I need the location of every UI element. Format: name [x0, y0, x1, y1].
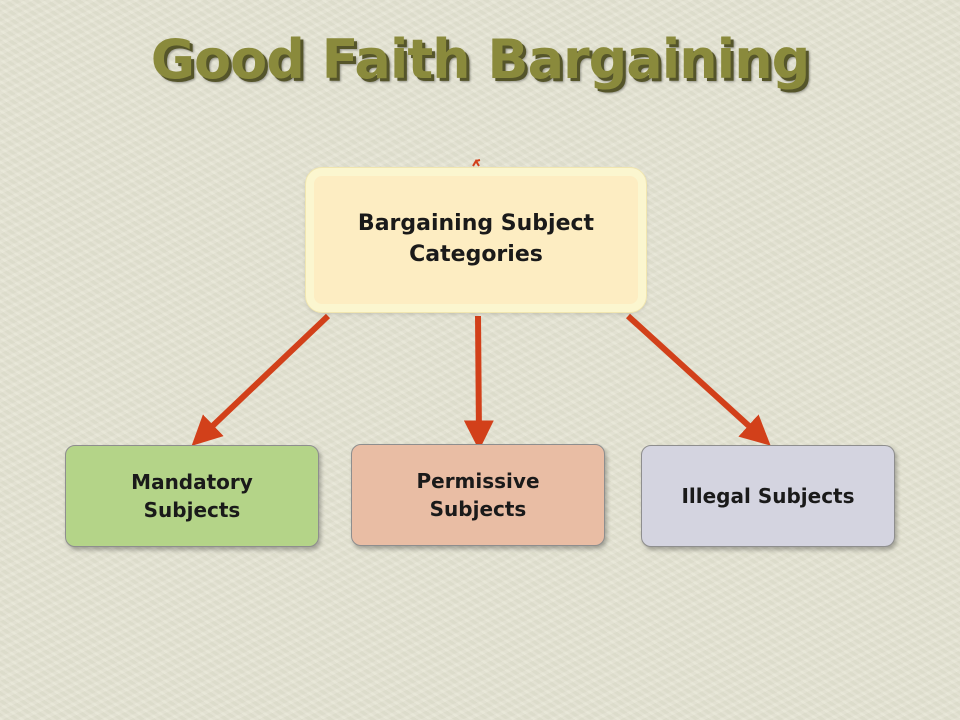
- child-node-illegal: Illegal Subjects: [641, 445, 895, 547]
- arrow-to-mandatory: [191, 313, 331, 446]
- arrow-to-permissive: [463, 315, 494, 451]
- root-node-bargaining-categories: Bargaining Subject Categories: [306, 168, 646, 312]
- child-node-permissive: Permissive Subjects: [351, 444, 605, 546]
- connector-stub-mark: [472, 159, 481, 167]
- child-node-label-mandatory: Mandatory Subjects: [131, 470, 253, 522]
- child-node-mandatory: Mandatory Subjects: [65, 445, 319, 547]
- child-node-label-illegal: Illegal Subjects: [681, 484, 855, 508]
- slide-title: Good Faith Bargaining: [150, 28, 811, 91]
- root-node-label: Bargaining Subject Categories: [357, 211, 595, 267]
- child-node-label-permissive: Permissive Subjects: [416, 469, 540, 521]
- arrow-to-illegal: [625, 313, 771, 446]
